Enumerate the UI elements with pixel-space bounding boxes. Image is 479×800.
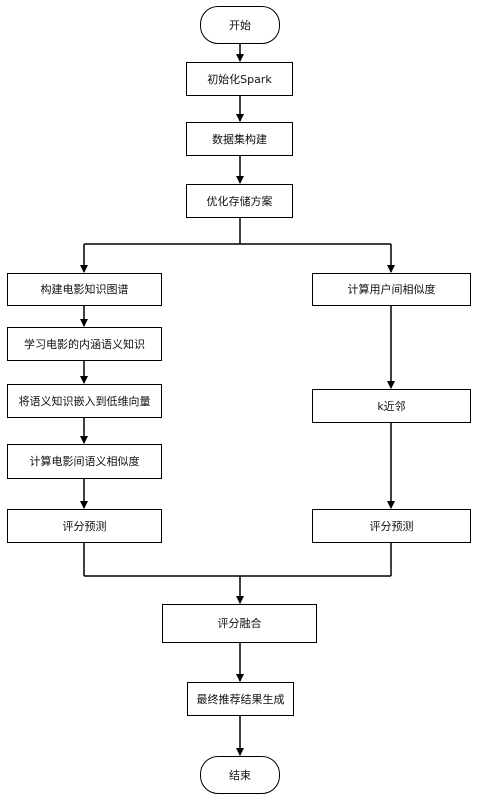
optimize-storage-step: 优化存储方案	[186, 184, 293, 218]
rating-fusion-step: 评分融合	[162, 604, 317, 643]
rating-prediction-left-step: 评分预测	[7, 509, 162, 543]
final-recommendation-step: 最终推荐结果生成	[187, 682, 294, 716]
build-knowledge-graph-step: 构建电影知识图谱	[7, 273, 162, 306]
knn-step: k近邻	[312, 389, 471, 423]
movie-similarity-step: 计算电影间语义相似度	[7, 444, 162, 479]
init-spark-step: 初始化Spark	[186, 62, 293, 96]
learn-semantics-step: 学习电影的内涵语义知识	[7, 327, 162, 361]
build-dataset-step: 数据集构建	[186, 122, 293, 156]
rating-prediction-right-step: 评分预测	[312, 509, 471, 543]
embed-vectors-step: 将语义知识嵌入到低维向量	[7, 384, 162, 418]
start-terminal: 开始	[200, 6, 280, 44]
user-similarity-step: 计算用户间相似度	[312, 273, 471, 306]
end-terminal: 结束	[200, 756, 280, 794]
